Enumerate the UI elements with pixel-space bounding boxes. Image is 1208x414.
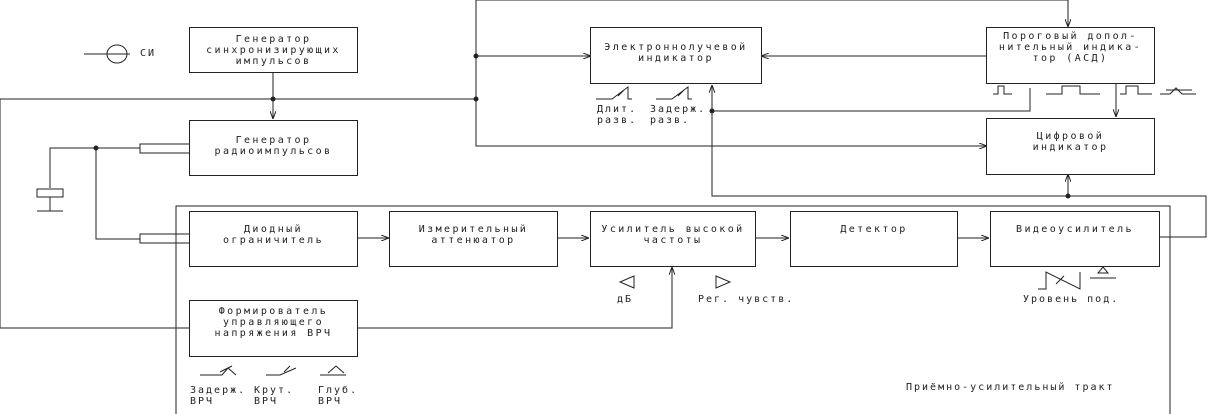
receiver-tract-label: Приёмно-усилительный тракт (906, 382, 1115, 393)
level-label: Уровень под. (1023, 294, 1120, 305)
vrch-former-block: Формирователь управляющего напряжения ВР… (189, 300, 358, 357)
probe-connector-bottom (139, 233, 191, 244)
pulse-waveform-2 (1046, 85, 1100, 95)
video-amplifier-block: Видеоусилитель (990, 211, 1160, 267)
knob-level (1038, 266, 1116, 290)
dur-sweep-label: Длит. разв. (597, 104, 638, 126)
junction-probe (93, 145, 99, 151)
detector-block: Детектор (790, 211, 958, 267)
radio-generator-label: Генератор радиоимпульсов (214, 135, 333, 157)
junction-sync (270, 96, 276, 102)
receiver-tract-frame (175, 205, 1171, 414)
wire-probe-bottom (95, 148, 140, 240)
wire-bus-left-down (0, 99, 190, 329)
attenuator-block: Измерительный аттенюатор (389, 211, 558, 267)
junction-bus (473, 96, 479, 102)
hf-amplifier-label: Усилитель высокой частоты (601, 224, 745, 246)
pulse-waveform-1 (993, 85, 1012, 95)
pulse-waveform-3 (1120, 85, 1152, 95)
si-label: СИ (140, 48, 157, 59)
transducer-base (37, 197, 63, 212)
hf-amplifier-block: Усилитель высокой частоты (590, 211, 756, 267)
wire-probe-top (49, 147, 140, 188)
wire-vertical-bus (475, 0, 986, 146)
knob-slope-vrch (266, 365, 297, 376)
digital-indicator-label: Цифровой индикатор (1032, 131, 1109, 153)
threshold-indicator-label: Пороговый допол- нительный индика- тор (… (998, 31, 1143, 64)
wire-video-feedback (711, 111, 1207, 238)
attenuator-label: Измерительный аттенюатор (418, 224, 529, 246)
sens-triangle-icon (715, 275, 732, 289)
delay-vrch-label: Задерж. ВРЧ (190, 385, 247, 407)
knob-depth-vrch (320, 365, 346, 376)
vrch-former-label: Формирователь управляющего напряжения ВР… (214, 306, 333, 339)
crt-indicator-label: Электроннолучевой индикатор (604, 42, 748, 64)
video-amplifier-label: Видеоусилитель (1016, 224, 1134, 235)
slope-vrch-label: Крут. ВРЧ (254, 385, 295, 407)
knob-delay-sweep (656, 86, 692, 100)
threshold-indicator-block: Пороговый допол- нительный индика- тор (… (986, 27, 1155, 84)
db-label: дБ (617, 294, 634, 305)
si-symbol (106, 44, 128, 64)
delay-sweep-label: Задерж. разв. (650, 104, 707, 126)
diode-limiter-block: Диодный ограничитель (189, 211, 358, 267)
pulse-waveform-4 (1160, 87, 1196, 95)
probe-connector-top (139, 143, 191, 154)
transducer (36, 188, 64, 198)
wire-vrch-to-amp (358, 268, 672, 329)
depth-vrch-label: Глуб. ВРЧ (318, 385, 359, 407)
digital-indicator-block: Цифровой индикатор (986, 118, 1155, 175)
junction-bus-top (473, 53, 479, 59)
wire-to-crt-bottom (712, 86, 1031, 112)
crt-indicator-block: Электроннолучевой индикатор (590, 27, 762, 84)
knob-dur-sweep (596, 86, 632, 100)
wire-top-to-threshold (476, 0, 1068, 26)
sync-generator-label: Генератор синхронизирующих импульсов (206, 34, 341, 67)
knob-delay-vrch (200, 365, 237, 376)
sensitivity-label: Рег. чувств. (698, 294, 795, 305)
junction-crt-bottom (709, 108, 715, 114)
detector-label: Детектор (840, 224, 908, 235)
junction-digital-bottom (1065, 193, 1071, 199)
db-triangle-icon (618, 275, 635, 289)
diode-limiter-label: Диодный ограничитель (222, 224, 325, 246)
radio-generator-block: Генератор радиоимпульсов (189, 120, 358, 176)
sync-generator-block: Генератор синхронизирующих импульсов (189, 27, 358, 73)
